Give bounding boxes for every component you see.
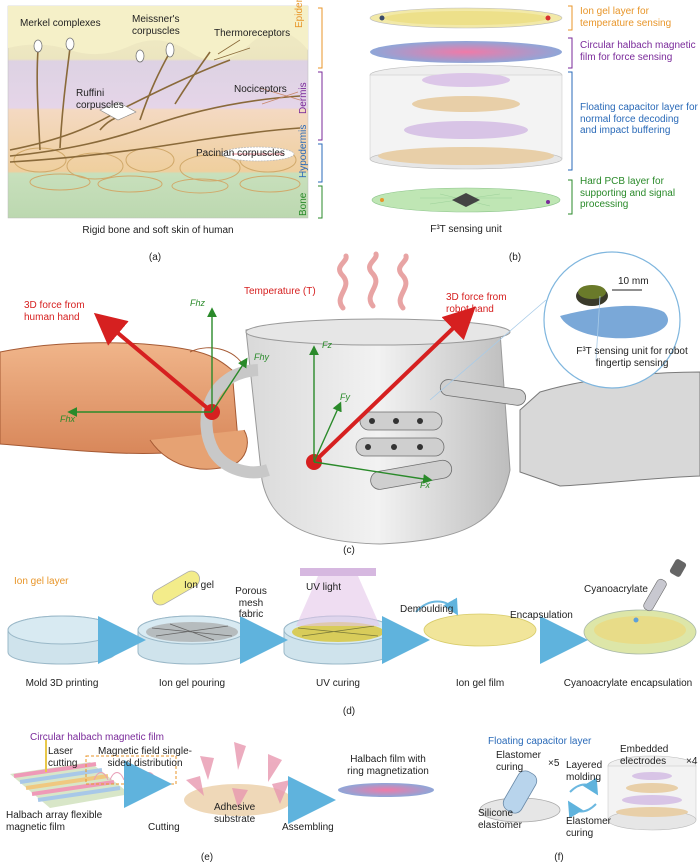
label-assembling: Assembling [282, 822, 334, 833]
label-silicone: Silicone elastomer [478, 808, 522, 831]
ion-gel-process [7, 559, 697, 665]
label-thermoreceptors: Thermoreceptors [214, 28, 291, 39]
tag-d: (d) [342, 706, 356, 717]
label-fhy: Fhy [254, 352, 270, 362]
label-bone: Bone [298, 192, 309, 216]
label-ruffini: Ruffini corpuscles [76, 88, 124, 111]
label-fhz: Fhz [190, 298, 206, 308]
label-x4: ×4 [686, 756, 698, 767]
label-pcb-layer: Hard PCB layer for supporting and signal… [580, 176, 676, 210]
label-capacitor-layer: Floating capacitor layer for normal forc… [580, 102, 698, 136]
label-halbach-title: Circular halbach magnetic film [30, 732, 164, 743]
label-cyano: Cyanoacrylate [584, 584, 648, 595]
label-meissner: Meissner's corpuscles [132, 14, 180, 37]
label-cutting: Cutting [148, 822, 180, 833]
label-adhesive: Adhesive substrate [214, 802, 256, 825]
label-inset: F³T sensing unit for robot fingertip sen… [576, 346, 688, 369]
caption-b: F³T sensing unit [430, 224, 502, 235]
step-mold: Mold 3D printing [25, 678, 99, 689]
label-elastomer-curing-2: Elastomer curing [566, 816, 612, 839]
label-epidermis: Epidermis [294, 0, 305, 28]
label-elastomer-curing: Elastomer curing [496, 750, 542, 773]
label-x5: ×5 [548, 758, 560, 769]
tag-e: (e) [200, 852, 214, 863]
label-capacitor-title: Floating capacitor layer [488, 736, 592, 747]
label-merkel: Merkel complexes [20, 18, 101, 29]
label-laser: Laser cutting [48, 746, 78, 769]
tag-a: (a) [148, 252, 162, 263]
label-halbach-array: Halbach array flexible magnetic film [6, 810, 103, 833]
sensing-unit-stack [369, 7, 563, 213]
caption-a: Rigid bone and soft skin of human [82, 225, 234, 236]
label-pacinian: Pacinian corpuscles [196, 148, 285, 159]
label-scale: 10 mm [618, 276, 649, 287]
label-ion-gel-layer: Ion gel layer for temperature sensing [580, 6, 672, 29]
label-nociceptors: Nociceptors [234, 84, 287, 95]
label-mag-field: Magnetic field single-sided distribution [98, 746, 192, 769]
label-force-human: 3D force from human hand [24, 300, 85, 323]
tag-b: (b) [508, 252, 522, 263]
label-encapsulation: Encapsulation [510, 610, 573, 621]
label-hypodermis: Hypodermis [298, 124, 309, 178]
label-embedded: Embedded electrodes [620, 744, 669, 767]
label-layered: Layered molding [566, 760, 603, 783]
label-ion-gel-title: Ion gel layer [14, 576, 69, 587]
step-uv: UV curing [316, 678, 360, 689]
skin-illustration [7, 5, 309, 219]
label-force-robot: 3D force from robot hand [446, 292, 507, 315]
label-fy: Fy [340, 392, 350, 402]
label-temperature: Temperature (T) [244, 286, 316, 297]
tag-c: (c) [343, 545, 355, 556]
label-halbach-layer: Circular halbach magnetic film for force… [580, 40, 696, 63]
label-fz: Fz [322, 340, 332, 350]
label-fx: Fx [420, 480, 430, 490]
cup-hands-illustration [0, 251, 700, 545]
label-porous: Porous mesh fabric [235, 586, 267, 620]
label-uv: UV light [306, 582, 342, 593]
label-ring: Halbach film with ring magnetization [347, 754, 429, 777]
label-demoulding: Demoulding [400, 604, 454, 615]
tag-f: (f) [554, 852, 564, 863]
step-film: Ion gel film [455, 678, 505, 689]
halbach-process [10, 740, 434, 824]
label-ion-gel: Ion gel [184, 580, 215, 591]
step-pouring: Ion gel pouring [158, 678, 226, 689]
step-encapsulation: Cyanoacrylate encapsulation [563, 678, 693, 689]
label-dermis: Dermis [298, 82, 309, 114]
capacitor-process [479, 755, 697, 831]
label-fhx: Fhx [60, 414, 76, 424]
